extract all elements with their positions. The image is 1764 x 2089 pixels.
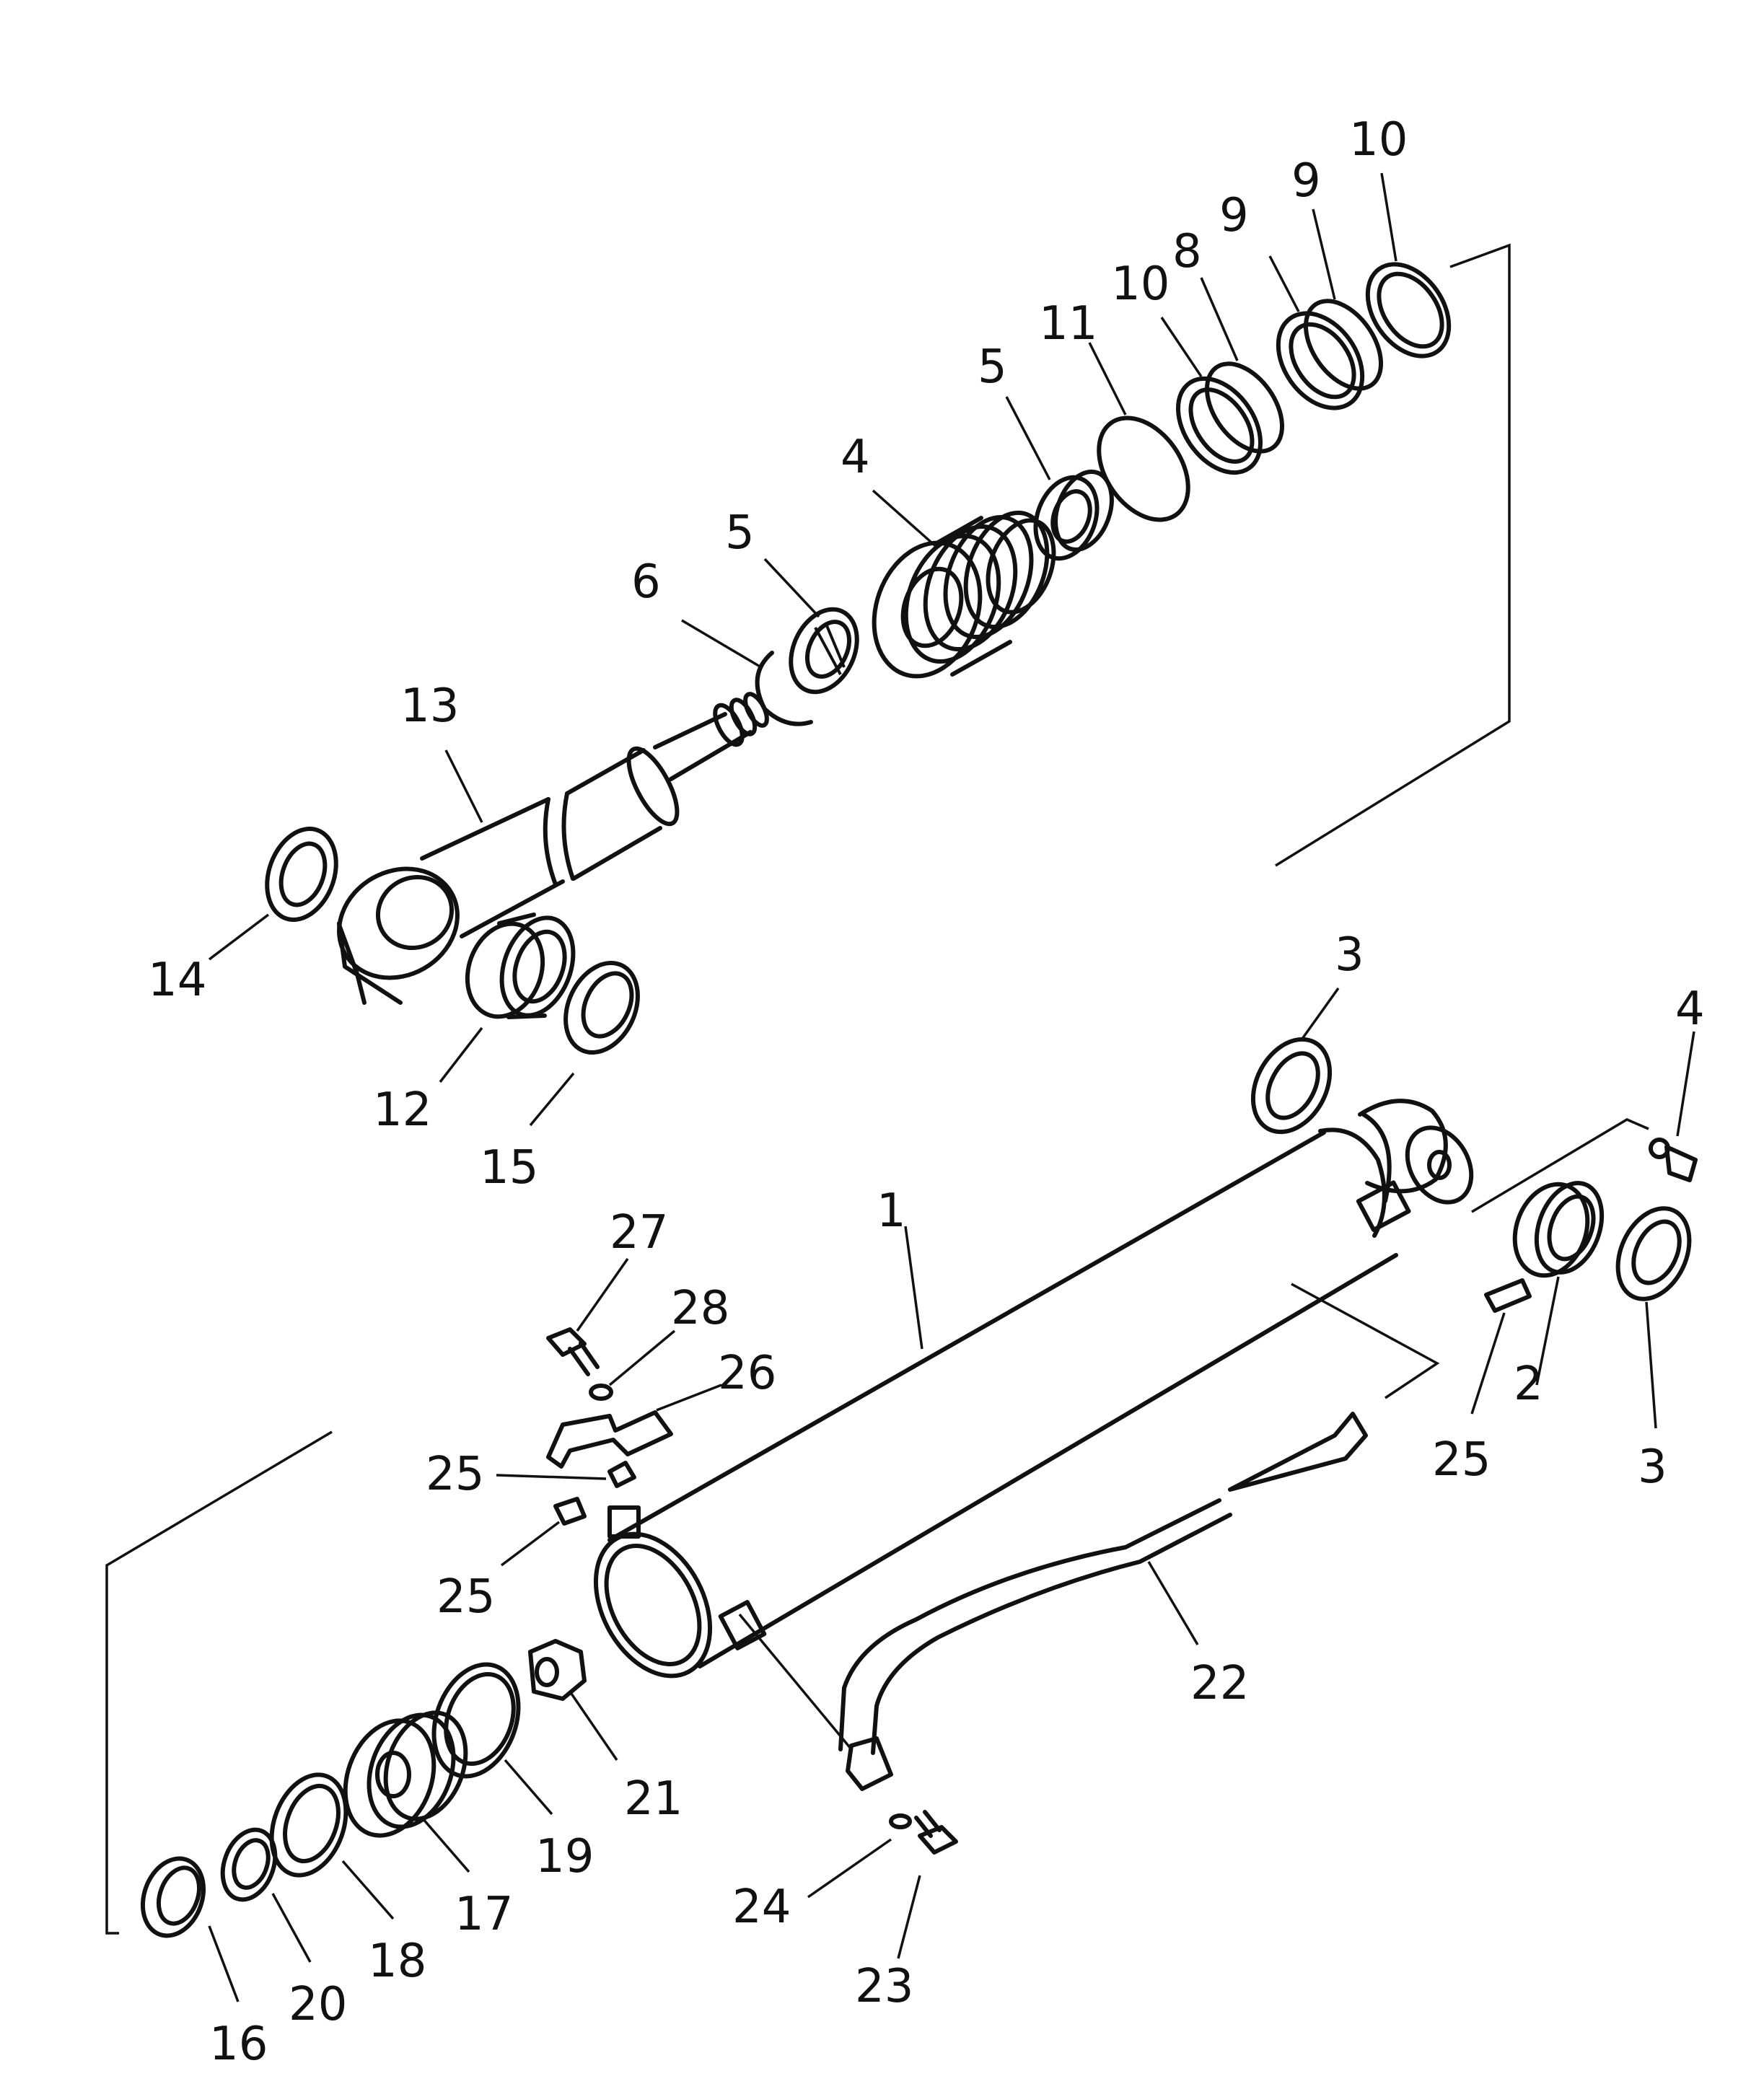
label-3-lower: 3	[1638, 1441, 1667, 1494]
cylinder-tube-1	[593, 1099, 1474, 1679]
grease-fitting-4	[1649, 1138, 1698, 1182]
clamp-26	[546, 1410, 673, 1469]
wear-ring-10-b	[1365, 262, 1452, 359]
label-27: 27	[610, 1206, 668, 1259]
wear-ring-10-a	[1276, 311, 1365, 410]
label-8: 6	[631, 555, 661, 609]
leader-lines	[208, 172, 1695, 2002]
label-6: 5	[978, 340, 1007, 394]
dust-seal-15-right	[563, 960, 640, 1055]
label-25-left-upper: 25	[426, 1448, 484, 1501]
label-13: 13	[400, 680, 459, 733]
label-28: 28	[671, 1282, 729, 1335]
label-3-upper: 3	[1335, 928, 1364, 982]
plug-25-left-upper	[607, 1461, 636, 1488]
lower-assembly-frame	[105, 1430, 333, 1935]
bolt-23	[914, 1810, 958, 1855]
nut-21	[528, 1639, 587, 1701]
label-21: 21	[624, 1772, 683, 1826]
label-15-right: 15	[480, 1141, 538, 1195]
piston-ring-6	[1033, 469, 1114, 561]
pipe-22	[838, 1412, 1368, 1791]
label-20: 20	[289, 1978, 347, 2031]
piston-rod-13	[337, 692, 769, 1005]
label-26: 26	[718, 1347, 776, 1400]
washer-28	[589, 1384, 613, 1401]
label-11: 10	[1111, 258, 1170, 311]
dust-seal-3-upper	[1250, 1037, 1333, 1135]
label-23: 23	[855, 1960, 913, 2013]
label-19: 19	[535, 1830, 594, 1883]
piston-5	[872, 510, 1056, 679]
label-16: 16	[209, 2018, 268, 2071]
plug-25-right	[1484, 1278, 1532, 1313]
label-2: 2	[1514, 1358, 1543, 1411]
o-ring-12	[1097, 415, 1190, 522]
label-12: 11	[1039, 297, 1097, 351]
ring-11	[1175, 376, 1263, 475]
bolt-27	[546, 1327, 600, 1376]
fitting-frame	[1471, 1118, 1649, 1213]
label-1: 1	[877, 1184, 906, 1238]
label-15-left: 14	[148, 954, 206, 1007]
ring-7	[789, 607, 859, 695]
upper-assembly-frame	[1275, 243, 1511, 867]
pipe-frame	[1291, 1283, 1440, 1399]
rod-seal-18	[269, 1772, 348, 1878]
part-labels: 13 14 12 15 6 5 4 5 11 10 8 9 9 10 3 4 2…	[148, 113, 1705, 2071]
label-7: 5	[725, 506, 755, 560]
buffer-ring-20	[220, 1827, 278, 1902]
rod-end-bushing-14	[465, 912, 576, 1019]
label-14: 12	[373, 1083, 431, 1137]
cylinder-head-17	[343, 1710, 468, 1838]
label-5: 4	[841, 431, 870, 484]
backup-ring-9-a	[1204, 361, 1285, 454]
label-25-left-lower: 25	[436, 1570, 495, 1624]
label-9-b: 9	[1291, 154, 1321, 208]
label-22: 22	[1190, 1657, 1249, 1710]
label-18: 18	[368, 1935, 426, 1988]
dust-seal-15-left	[265, 827, 338, 922]
label-25-right: 25	[1432, 1433, 1491, 1487]
dust-seal-16	[140, 1856, 206, 1938]
dust-seal-3-lower	[1615, 1206, 1692, 1301]
bushing-2	[1512, 1181, 1605, 1278]
label-17: 17	[455, 1888, 513, 1941]
label-24: 24	[732, 1881, 791, 1934]
washer-24	[889, 1813, 912, 1829]
plug-25-left-lower	[553, 1497, 587, 1526]
label-4: 4	[1675, 982, 1705, 1036]
label-9-a: 8	[1172, 225, 1202, 278]
label-10-b: 10	[1349, 113, 1408, 167]
backup-ring-9-b	[1303, 299, 1384, 391]
label-10-a: 9	[1219, 189, 1249, 242]
